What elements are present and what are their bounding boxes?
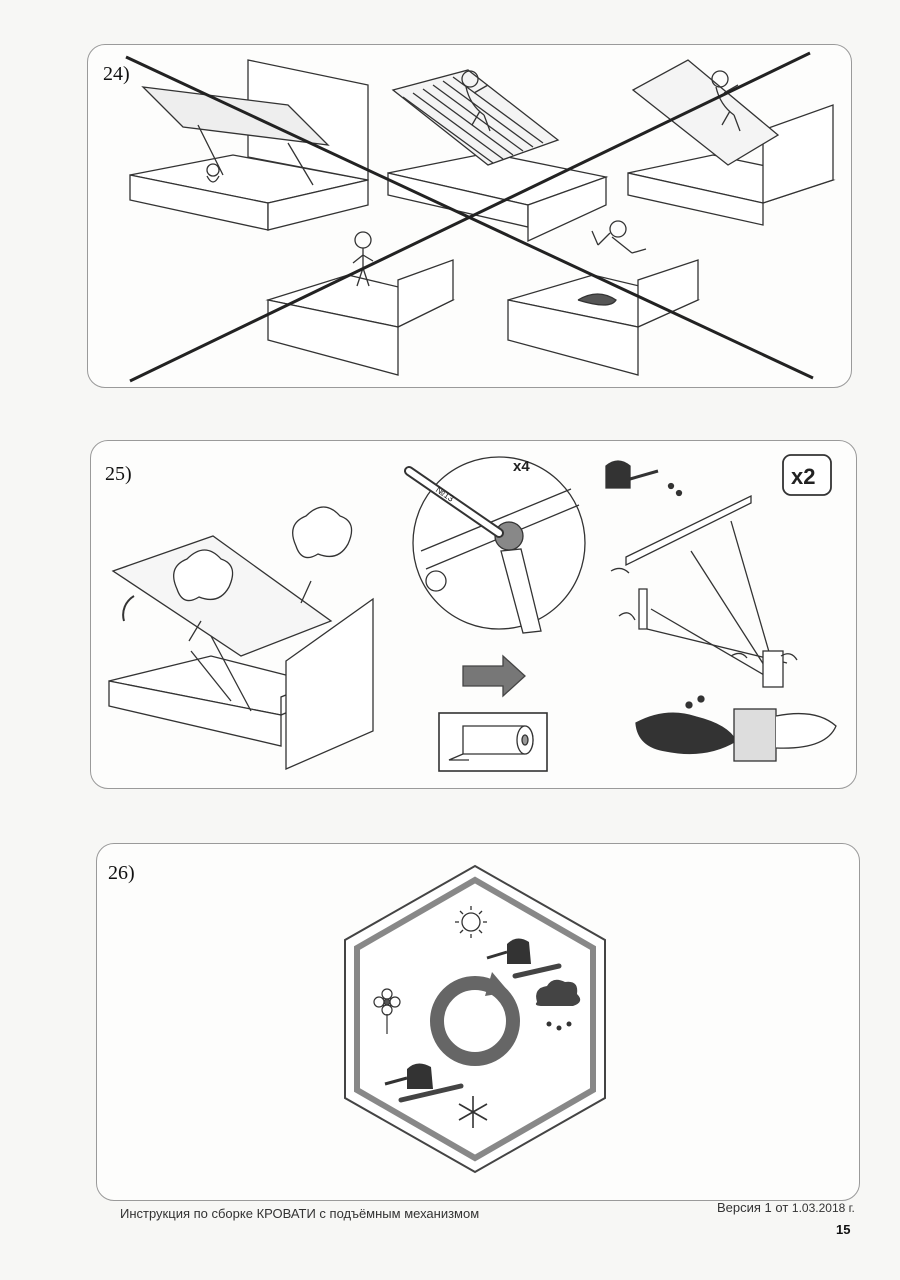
step-26-panel: 26): [96, 843, 860, 1201]
prohibition-cross-line-2: [129, 51, 811, 383]
oil-can-icon: [605, 460, 683, 497]
version-label: Версия 1 от: [717, 1200, 789, 1215]
cloth-roll-drawing: [438, 712, 548, 772]
wrench-bottom-icon: [398, 1083, 464, 1103]
step-26-number: 26): [108, 862, 135, 884]
step-26-illustration: [344, 864, 606, 1174]
footer-title: Инструкция по сборке КРОВАТИ с подъёмным…: [120, 1206, 480, 1221]
next-arrow-icon: [462, 654, 526, 698]
bed-open-child-inside-drawing: [129, 59, 369, 231]
cycle-arrow-head-icon: [485, 972, 509, 996]
version-date: 1.03.2018 г.: [791, 1201, 855, 1215]
step-24-illustration: [125, 51, 836, 383]
wrench-magnifier-drawing: [404, 456, 586, 634]
wrench-top-icon: [512, 963, 562, 979]
two-sides-badge: x2: [782, 454, 832, 496]
oil-can-top-icon: [486, 938, 531, 964]
step-24-number: 24): [103, 63, 130, 85]
step-25-number: 25): [105, 463, 132, 485]
oil-can-bottom-icon: [384, 1063, 433, 1089]
bolt-count-label: x4: [513, 458, 530, 475]
step-25-panel: 25): [90, 440, 857, 789]
bed-squeaking-drawing: [108, 506, 374, 770]
lift-mechanism-oiling-drawing: [610, 494, 798, 688]
step-25-illustration: x4 №13 x2: [108, 454, 837, 772]
bed-slats-child-climbing-drawing: [387, 69, 609, 243]
sides-count-label: x2: [791, 464, 815, 489]
snowflake-icon: [458, 1096, 488, 1128]
page-number: 15: [836, 1222, 851, 1237]
bed-spill-child-drawing: [507, 220, 701, 376]
wiping-cloth-hand-drawing: [635, 695, 837, 762]
flower-icon: [373, 988, 401, 1034]
sun-icon: [455, 906, 487, 938]
bed-lifted-child-climbing-drawing: [627, 59, 836, 226]
step-24-panel: 24): [87, 44, 852, 388]
footer-version: Версия 1 от 1.03.2018 г.: [717, 1200, 855, 1215]
bed-child-jumping-drawing: [265, 231, 455, 376]
rain-cloud-icon: [535, 979, 581, 1031]
maintenance-cycle-hexagon-drawing: [344, 864, 606, 1174]
